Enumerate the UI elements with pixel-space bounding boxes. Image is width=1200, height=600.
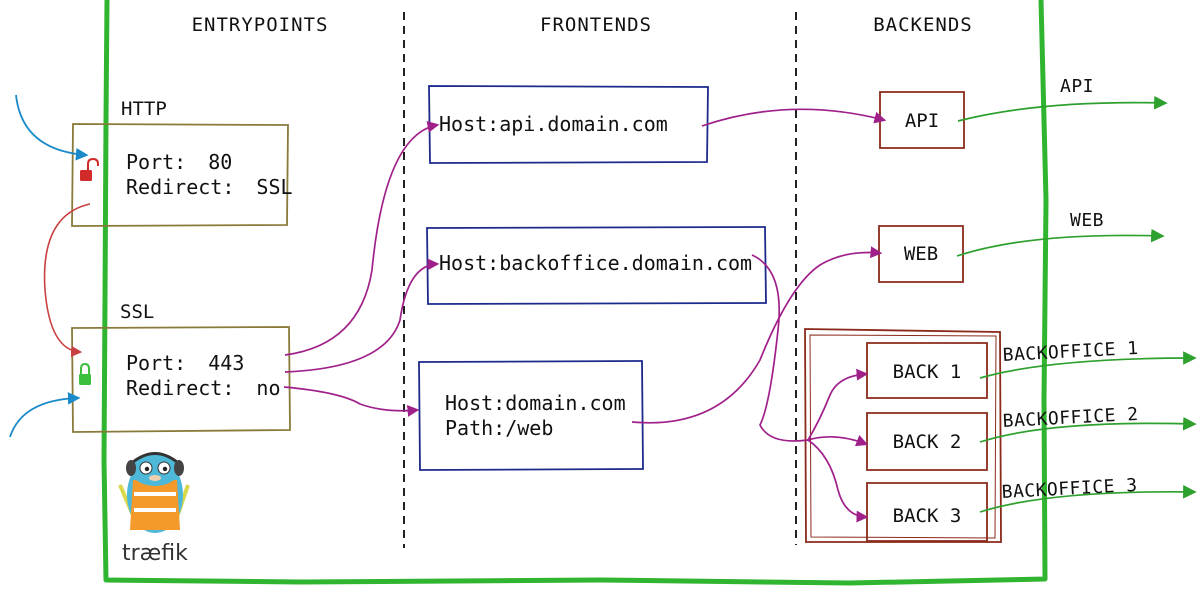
svg-text:Redirect: SSL: Redirect: SSL: [126, 175, 293, 199]
output-web-arrow: [956, 228, 1165, 257]
ssl-redirect-value: no: [256, 376, 280, 400]
incoming-ssl-arrow: [9, 392, 81, 438]
traefik-logo-text: træfik: [122, 541, 188, 566]
redirect-http-to-ssl-arrow: [43, 203, 91, 357]
column-header-frontends: FRONTENDS: [540, 14, 652, 36]
output-backoffice3-arrow: [979, 485, 1197, 513]
frontend-api-box: [428, 85, 709, 164]
lock-open-icon: [80, 157, 99, 181]
svg-text:Port: 443: Port: 443: [126, 351, 244, 375]
http-entrypoint-box: [71, 123, 289, 227]
ssl-port-label: Port:: [126, 351, 186, 375]
http-port-label: Port:: [126, 150, 186, 174]
backend-back2-box: [866, 412, 988, 471]
backend-api-box: [879, 91, 965, 149]
frontend-web-host: Host:domain.com: [445, 391, 626, 415]
output-api-arrow: [957, 95, 1168, 122]
backend-web-label: WEB: [904, 243, 938, 265]
frontend-backoffice-host: Host:backoffice.domain.com: [439, 251, 752, 275]
ssl-entrypoint-title: SSL: [120, 301, 154, 323]
frontend-web-box: [418, 360, 644, 471]
outer-frame: [101, 0, 1049, 586]
lock-closed-icon: [79, 362, 91, 385]
ssl-redirect-label: Redirect:: [126, 376, 234, 400]
http-redirect-value: SSL: [256, 175, 292, 199]
output-backoffice1-label: BACKOFFICE 1: [1002, 338, 1139, 366]
backend-web-box: [878, 225, 964, 283]
frontend-api-host: Host:api.domain.com: [439, 112, 668, 136]
ssl-port-value: 443: [208, 351, 244, 375]
backend-back1-label: BACK 1: [893, 361, 962, 383]
route-api-frontend-to-backend: [701, 108, 887, 127]
output-backoffice3-label: BACKOFFICE 3: [1001, 475, 1138, 503]
output-backoffice1-arrow: [979, 351, 1197, 379]
column-header-backends: BACKENDS: [873, 14, 973, 36]
output-backoffice2-label: BACKOFFICE 2: [1002, 404, 1139, 432]
traefik-gopher-logo: [118, 452, 190, 533]
frontend-web-path: Path:/web: [445, 416, 553, 440]
route-backoffice-to-back2: [807, 435, 869, 447]
route-backoffice-to-back1: [807, 368, 869, 441]
route-ssl-to-web: [283, 386, 420, 417]
route-ssl-to-backoffice: [284, 258, 440, 373]
frontend-backoffice-box: [426, 226, 767, 305]
incoming-http-arrow: [15, 94, 89, 161]
svg-text:Redirect: no: Redirect: no: [126, 376, 281, 400]
route-web-frontend-to-backend: [631, 246, 883, 424]
http-entrypoint-title: HTTP: [121, 98, 167, 120]
output-backoffice2-arrow: [979, 416, 1197, 443]
backend-back2-label: BACK 2: [893, 431, 962, 453]
output-web-label: WEB: [1070, 210, 1104, 231]
svg-text:Port: 80: Port: 80: [126, 150, 232, 174]
backoffice-group-inner: [809, 334, 997, 539]
route-backoffice-trunk: [751, 254, 809, 442]
http-port-value: 80: [208, 150, 232, 174]
route-backoffice-to-back3: [807, 439, 869, 523]
output-api-label: API: [1060, 76, 1094, 97]
column-header-entrypoints: ENTRYPOINTS: [192, 14, 329, 36]
http-redirect-label: Redirect:: [126, 175, 234, 199]
backend-back3-label: BACK 3: [893, 505, 962, 527]
backoffice-group-outer: [804, 328, 1002, 543]
route-ssl-to-api: [284, 120, 440, 356]
backend-api-label: API: [905, 110, 939, 132]
